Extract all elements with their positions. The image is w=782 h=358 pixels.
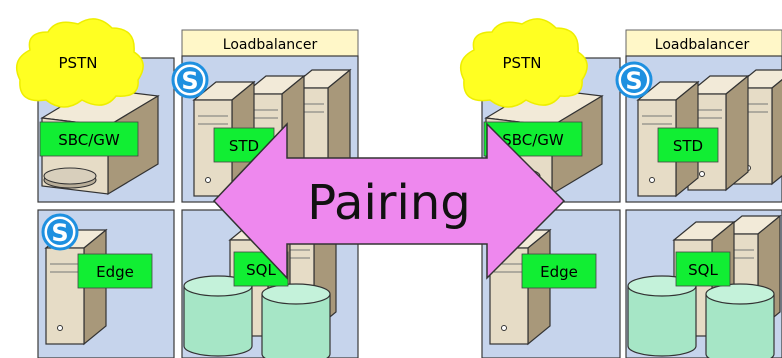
site-1: PSTN SBC/GW Loadbalancer STD E [15,18,359,358]
gateway-label-box: SBC/GW [39,121,139,157]
database-icon [183,275,253,357]
sql-label: SQL [246,261,276,279]
sql-tile: SQL [625,209,782,358]
std-label: STD [229,137,259,155]
edge-label: Edge [96,263,134,281]
gateway-label: SBC/GW [502,131,564,149]
sql-label: SQL [688,261,718,279]
gateway-label: SBC/GW [58,131,120,149]
double-arrow-icon [212,122,566,280]
skype-icon [171,61,209,99]
pstn-label: PSTN [59,54,98,72]
edge-tile: Edge [37,209,175,358]
database-icon [705,283,775,358]
database-icon [627,275,697,357]
loadbalancer-label: Loadbalancer [655,37,750,53]
database-icon [261,283,331,358]
skype-icon [615,61,653,99]
pstn-cloud-icon: PSTN [15,18,144,108]
loadbalancer-label: Loadbalancer [223,37,318,53]
loadbalancer-header: Loadbalancer [181,29,359,57]
edge-label: Edge [540,263,578,281]
std-label: STD [673,137,703,155]
pstn-label: PSTN [503,54,542,72]
loadbalancer-header: Loadbalancer [625,29,782,57]
pairing-arrow: Pairing [212,122,566,280]
pstn-cloud-icon: PSTN [459,18,588,108]
pairing-label: Pairing [307,175,471,231]
std-tile: STD [615,55,782,203]
skype-icon [41,213,79,251]
